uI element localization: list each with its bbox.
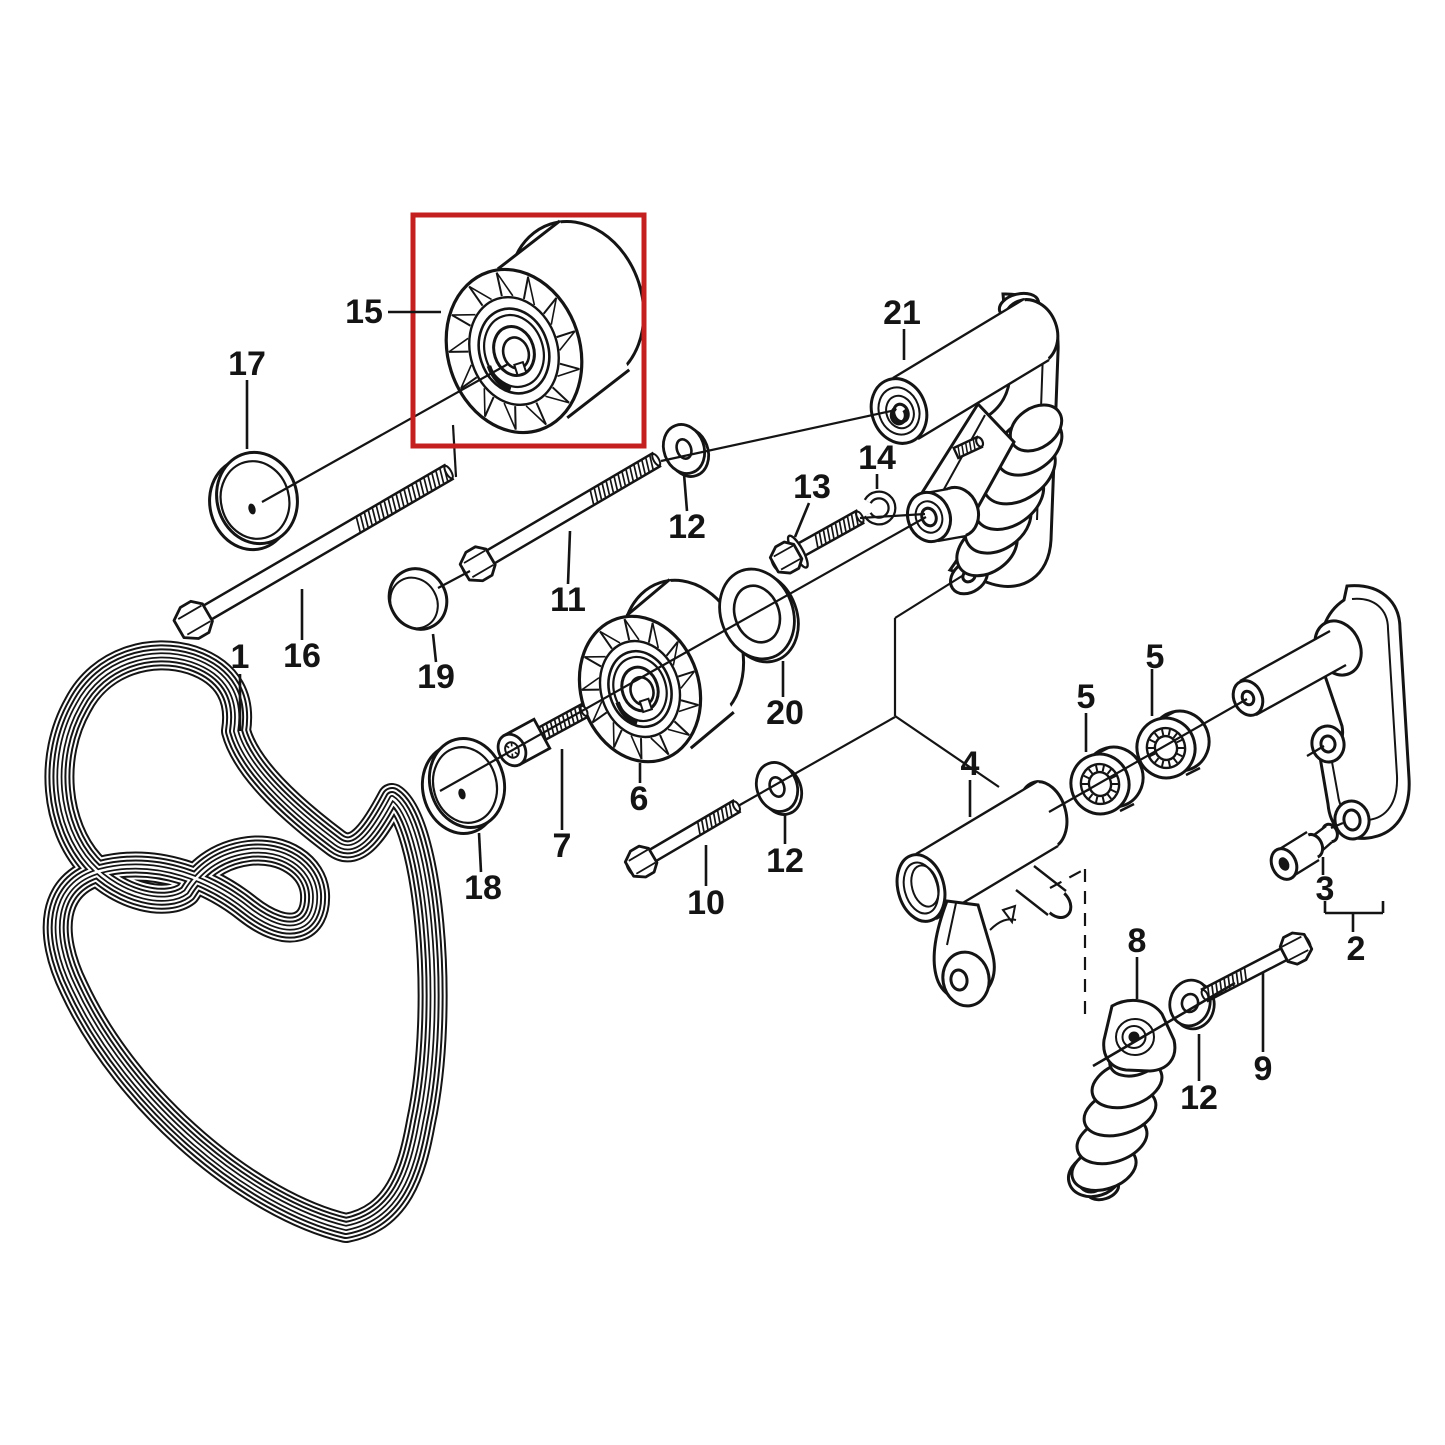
part-label-12: 12 (1180, 1079, 1218, 1117)
washer-12b (754, 761, 804, 816)
part-label-11: 11 (550, 581, 586, 619)
belt-tensioner-21 (869, 291, 1064, 596)
assembly-axis-lines (261, 363, 1344, 1015)
bracket4-stub-body (1016, 866, 1066, 915)
bracket4-cyl-opening2 (910, 864, 940, 908)
needle-bearing-5b (1135, 709, 1211, 780)
part-label-3: 3 (1316, 870, 1335, 908)
bracket4-eyelet-hole (949, 968, 969, 992)
bracket2-mid-hole (1319, 734, 1337, 754)
bracket4-slot (1001, 904, 1017, 925)
label-leader-lines (238, 310, 1385, 1081)
part-number-labels: 1 16 19 17 15 11 12 13 14 21 20 6 7 18 10 12 4 5 5 32 8 9 12 (228, 293, 1365, 1117)
clip-inner (865, 492, 895, 524)
bracket4-cyl-body (916, 781, 1058, 919)
part-label-10: 10 (687, 884, 725, 922)
part-label-12: 12 (766, 842, 804, 880)
part-label-5: 5 (1077, 678, 1096, 716)
part-label-2: 2 (1347, 930, 1366, 968)
tensioner-bore-ring1 (877, 386, 921, 436)
bushing3-bore (1278, 857, 1290, 871)
part-label-13: 13 (793, 468, 831, 506)
tensioner-bore-ring2 (885, 394, 915, 430)
part-label-4: 4 (961, 745, 980, 783)
part-label-14: 14 (858, 439, 896, 477)
damper8-head-ring (1115, 1018, 1155, 1056)
cap-part-18 (420, 736, 507, 836)
hex-bolt-16 (172, 463, 455, 640)
cover-disc-19 (387, 567, 449, 631)
vibration-damper-8 (1067, 998, 1177, 1202)
part-label-21: 21 (883, 294, 921, 332)
bracket2-pin-body (1240, 631, 1346, 715)
part-label-12: 12 (668, 508, 706, 546)
hex-bolt-11 (458, 451, 662, 583)
damper8-head-ring2 (1121, 1025, 1147, 1049)
part-label-9: 9 (1254, 1050, 1273, 1088)
part-label-7: 7 (553, 827, 572, 865)
cap-part-17 (208, 450, 299, 552)
part-label-18: 18 (464, 869, 502, 907)
part-label-15: 15 (345, 293, 383, 331)
guide-pulley-6 (577, 578, 746, 764)
bracket2-eyelet-hole (1342, 808, 1362, 832)
serpentine-belt (42, 640, 448, 1243)
tensioner-stud (952, 435, 985, 460)
tensioner-cylinder-sides (892, 297, 1050, 441)
washer-20 (718, 567, 800, 664)
part-label-8: 8 (1128, 922, 1147, 960)
part-label-5: 5 (1146, 638, 1165, 676)
support-bracket-2 (1231, 584, 1411, 881)
part-label-19: 19 (417, 658, 455, 696)
bracket4-stub-sides (1015, 865, 1067, 916)
highlight-box-part-15 (410, 212, 647, 449)
deflection-pulley-15 (444, 219, 646, 435)
retaining-clip-14 (863, 490, 897, 526)
part-label-16: 16 (283, 637, 321, 675)
part-label-17: 17 (228, 345, 266, 383)
tensioner-bracket-4 (895, 779, 1073, 1008)
hex-bolt-10 (623, 799, 742, 879)
hex-bolt-9 (1200, 931, 1314, 1003)
bracket4-arm-lines (946, 902, 1017, 946)
part-label-1: 1 (231, 638, 250, 676)
tensioner-cylinder-body (893, 299, 1049, 439)
hex-bolt-13 (768, 509, 865, 575)
part-label-6: 6 (630, 780, 649, 818)
part-label-20: 20 (766, 694, 804, 732)
bracket2-pin-sides (1239, 629, 1347, 717)
